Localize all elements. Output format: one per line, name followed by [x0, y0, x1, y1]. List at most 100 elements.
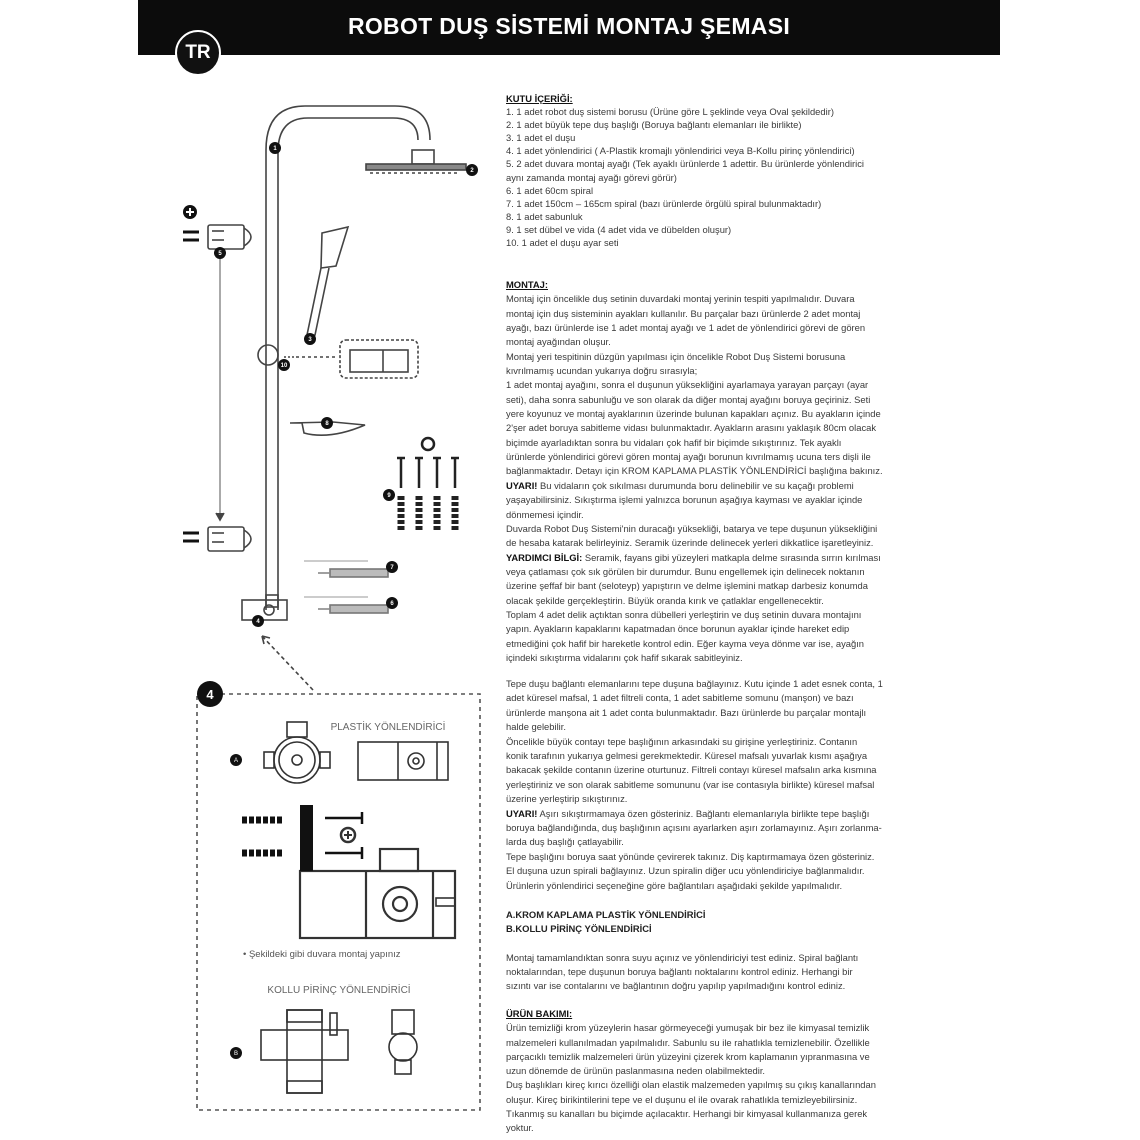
height-adjuster: [257, 344, 279, 366]
option-a-marker: A: [234, 758, 238, 764]
text-line: El duşuna uzun spirali bağlayınız. Uzun …: [506, 865, 865, 877]
marker-head: 2: [470, 168, 474, 174]
text-line: aynı zamanda montaj ayağı görevi görür): [506, 171, 677, 183]
marker-spiral-short: 6: [390, 601, 394, 607]
marker-screws: 9: [387, 493, 391, 499]
text-line: parçacıklı temizlik malzemeleri ürün yüz…: [506, 1050, 870, 1062]
text-line: UYARI! Bu vidaların çok sıkılması durumu…: [506, 479, 996, 493]
text-line: bakacak şekilde contanın üzerine oturtun…: [506, 764, 877, 776]
text-line: 4. 1 adet yönlendirici ( A-Plastik kroma…: [506, 145, 855, 157]
text-line: 9. 1 set dübel ve vida (4 adet vida ve d…: [506, 223, 732, 235]
brass-diverter-title: KOLLU PİRİNÇ YÖNLENDİRİCİ: [267, 983, 410, 996]
text-line: etmediğini çok hafif bir hareketle kontr…: [506, 637, 864, 649]
text-line: 2'şer adet boruya sabitleme vidası bulun…: [506, 422, 877, 434]
text-line: Ürünlerin yönlendirici seçeneğine göre b…: [506, 879, 843, 891]
text-line: biçimde ayarladıktan sonra bu vidaları ç…: [506, 436, 842, 448]
option-b-marker: B: [234, 1051, 238, 1057]
hand-shower: [306, 225, 350, 336]
text-line: seti), daha sonra sabunluğu ve son olara…: [506, 393, 871, 405]
marker-soap-dish: 8: [325, 421, 329, 427]
marker-adjuster: 10: [281, 363, 288, 369]
spiral-long: [304, 560, 389, 578]
shower-pipe: [265, 105, 431, 610]
text-line: yapın. Ayakların kapaklarını kapatmadan …: [506, 623, 850, 635]
text-line: 8. 1 adet sabunluk: [506, 210, 583, 222]
section-heading: MONTAJ:: [506, 279, 549, 290]
text-line: Toplam 4 adet delik açtıktan sonra dübel…: [506, 608, 862, 620]
text-line: 7. 1 adet 150cm – 165cm spiral (bazı ürü…: [506, 197, 822, 209]
text-line: üzerine yerleştirip sıkıştırınız.: [506, 793, 628, 805]
page-title: ROBOT DUŞ SİSTEMİ MONTAJ ŞEMASI: [347, 13, 791, 39]
text-line: ayağı, bazı ürünlerde ise 1 adet montaj …: [506, 322, 866, 334]
text-line: yoktur.: [506, 1122, 534, 1134]
wall-mount-caption: • Şekildeki gibi duvara montaj yapınız: [243, 949, 401, 960]
text-line: Tepe duşu bağlantı elemanlarını tepe duş…: [506, 678, 883, 689]
text-line: YARDIMCI BİLGİ: Seramik, fayans gibi yüz…: [506, 551, 996, 565]
plastic-diverter-title: PLASTİK YÖNLENDİRİCİ: [331, 720, 446, 733]
text-line: montaj için duş sisteminin ayakları kull…: [506, 307, 861, 319]
text-line: bağlanmaktadır. Detayı için KROM KAPLAMA…: [506, 465, 883, 477]
text-line: 5. 2 adet duvara montaj ayağı (Tek ayakl…: [506, 158, 865, 170]
testing-section: Montaj tamamlandıktan sonra suyu açınız …: [506, 951, 996, 993]
text-line: 1 adet montaj ayağını, sonra el duşunun …: [506, 379, 869, 391]
text-line: Tıkanmış su kanalları bu biçimde açılaca…: [506, 1108, 868, 1120]
soap-dish: [289, 421, 366, 436]
text-line: UYARI! Aşırı sıkıştırmamaya özen gösteri…: [506, 807, 996, 821]
text-line: uzun dönemde de ürünün paslanmasına nede…: [506, 1065, 766, 1077]
text-line: konik tarafının yukarıya gelmesi gerekme…: [506, 750, 868, 762]
text-line: Duş başlıkları kireç kırıcı özelliği ola…: [506, 1079, 876, 1091]
text-line: larda duş başlığı çatlayabilir.: [506, 836, 624, 848]
text-line: A.KROM KAPLAMA PLASTİK YÖNLENDİRİCİ: [506, 909, 706, 920]
text-line-body: Bu vidaların çok sıkılması durumunda bor…: [537, 479, 854, 491]
text-line: kıvrılmamış ucundan yukarıya doğru sıras…: [506, 365, 698, 377]
text-line: boruya bağlandığında, duş başlığının açı…: [506, 822, 882, 834]
wall-mount-top: [207, 224, 252, 522]
text-line: yaşayabilirsiniz. Sıkıştırma işlemi yaln…: [506, 494, 863, 506]
marker-hand-shower: 3: [308, 337, 312, 343]
product-care-section: ÜRÜN BAKIMI:Ürün temizliği krom yüzeyler…: [506, 1007, 996, 1136]
text-line: montaj ayağından oluşur.: [506, 336, 611, 348]
box-contents-section: KUTU İÇERİĞİ:1. 1 adet robot duş sistemi…: [506, 92, 996, 249]
text-line: Duvarda Robot Duş Sistemi'nin duracağı y…: [506, 522, 878, 534]
text-line: yere koyunuz ve montaj ayaklarının üzeri…: [506, 408, 881, 420]
text-line: içindeki sıkıştırma vidalarını çok hafif…: [506, 651, 743, 663]
text-line: 2. 1 adet büyük tepe duş başlığı (Boruya…: [506, 119, 802, 131]
text-line: Montaj için öncelikle duş setinin duvard…: [506, 293, 855, 305]
spiral-short: [304, 596, 389, 614]
marker-spiral-long: 7: [390, 565, 394, 571]
text-line: dönmemesi içindir.: [506, 508, 584, 520]
text-line: yerleştiriniz ve son olarak sabitleme so…: [506, 778, 875, 790]
text-line: olacak şekilde gerçekleştirin. Büyük ora…: [506, 594, 824, 606]
detail-number: 4: [206, 687, 214, 702]
shower-head: [365, 149, 467, 174]
header-bar: ROBOT DUŞ SİSTEMİ MONTAJ ŞEMASI: [138, 0, 1000, 55]
diverter: [241, 599, 288, 621]
assembly-section: MONTAJ: Montaj için öncelikle duş setinin…: [506, 278, 996, 665]
section-heading: ÜRÜN BAKIMI:: [506, 1008, 573, 1019]
text-line-body: Aşırı sıkıştırmamaya özen gösteriniz. Ba…: [537, 807, 870, 819]
head-connection-section: Tepe duşu bağlantı elemanlarını tepe duş…: [506, 677, 996, 893]
marker-mount: 5: [218, 251, 222, 257]
text-line: Montaj tamamlandıktan sonra suyu açınız …: [506, 952, 859, 963]
wall-mount-bottom: [207, 526, 252, 552]
screws-and-dowels: [397, 436, 459, 532]
text-line: 1. 1 adet robot duş sistemi borusu (Ürün…: [506, 106, 834, 118]
warning-label: UYARI!: [506, 807, 538, 819]
plus-icon: [183, 205, 197, 219]
text-line: de hesaba katarak belirleyiniz. Seramik …: [506, 537, 874, 549]
text-line: noktalarından, tepe duşunun boruya bağla…: [506, 966, 853, 977]
text-line: 10. 1 adet el duşu ayar seti: [506, 237, 619, 249]
text-line: 3. 1 adet el duşu: [506, 132, 576, 144]
soap-dish-inset: [339, 339, 419, 379]
warning-label: UYARI!: [506, 479, 538, 491]
marker-pipe: 1: [273, 146, 277, 152]
text-line-body: Seramik, fayans gibi yüzeyleri matkapla …: [582, 551, 881, 563]
text-line: malzemeleri kullanılmadan yapılmalıdır. …: [506, 1036, 870, 1048]
text-line: halde gelebilir.: [506, 721, 566, 733]
text-line: ürünlerde manşona ait 1 adet conta bulun…: [506, 706, 867, 718]
text-line: Montaj yeri tespitinin düzgün yapılması …: [506, 350, 846, 362]
warning-label: YARDIMCI BİLGİ:: [506, 551, 583, 563]
marker-diverter: 4: [256, 619, 260, 625]
